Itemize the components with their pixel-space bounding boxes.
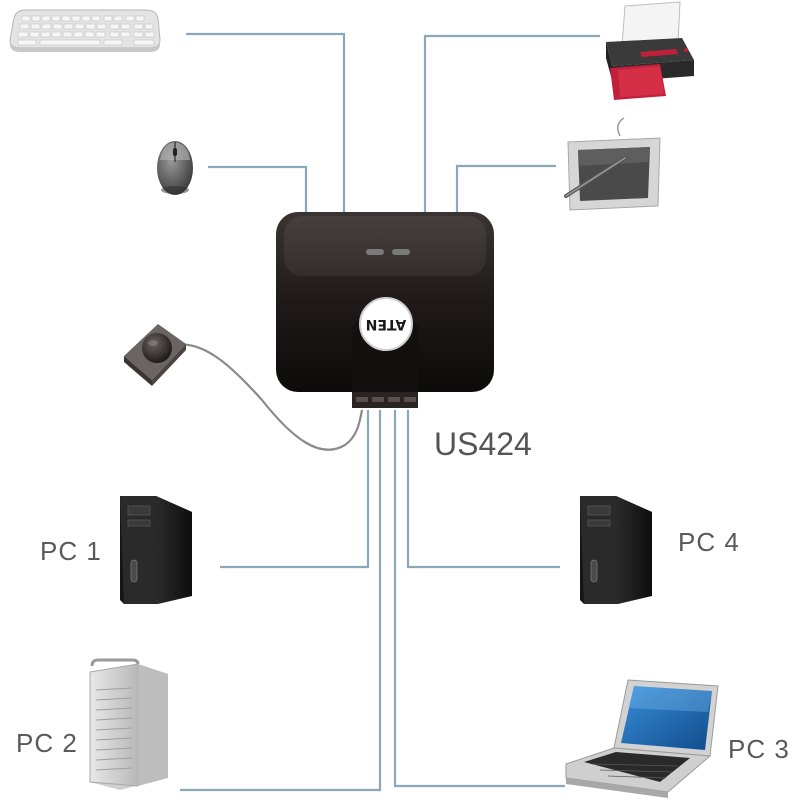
remote-button-icon (124, 324, 186, 386)
led-indicator (392, 249, 410, 255)
remote-selector-cable (175, 343, 364, 451)
drawing-tablet-icon (564, 117, 661, 211)
tablet-cable (455, 164, 556, 212)
device-brand-logo: ATEN (366, 316, 407, 332)
mouse-icon (157, 141, 193, 195)
pc1-label: PC 1 (40, 536, 102, 566)
printer-cable (423, 34, 600, 212)
printer-icon (606, 1, 694, 100)
tower-pc-icon (120, 496, 192, 604)
pc4-label: PC 4 (678, 527, 740, 557)
workstation-pc-icon (89, 658, 168, 790)
pc2-cable (180, 410, 382, 792)
led-indicator (366, 249, 384, 255)
tower-pc-icon (580, 496, 652, 604)
keyboard-cable (186, 32, 346, 212)
pc1-cable (220, 410, 370, 569)
laptop-icon (565, 679, 719, 798)
kvm-switch-device: ATEN (276, 212, 494, 408)
cables (175, 32, 600, 792)
pc4-cable (406, 410, 560, 569)
keyboard-icon (9, 9, 161, 52)
pc2-label: PC 2 (16, 728, 78, 758)
mouse-cable (208, 165, 308, 212)
port-select-button (359, 297, 413, 351)
pc3-label: PC 3 (728, 734, 790, 764)
model-label: US424 (434, 426, 532, 462)
pc3-cable (393, 410, 565, 788)
